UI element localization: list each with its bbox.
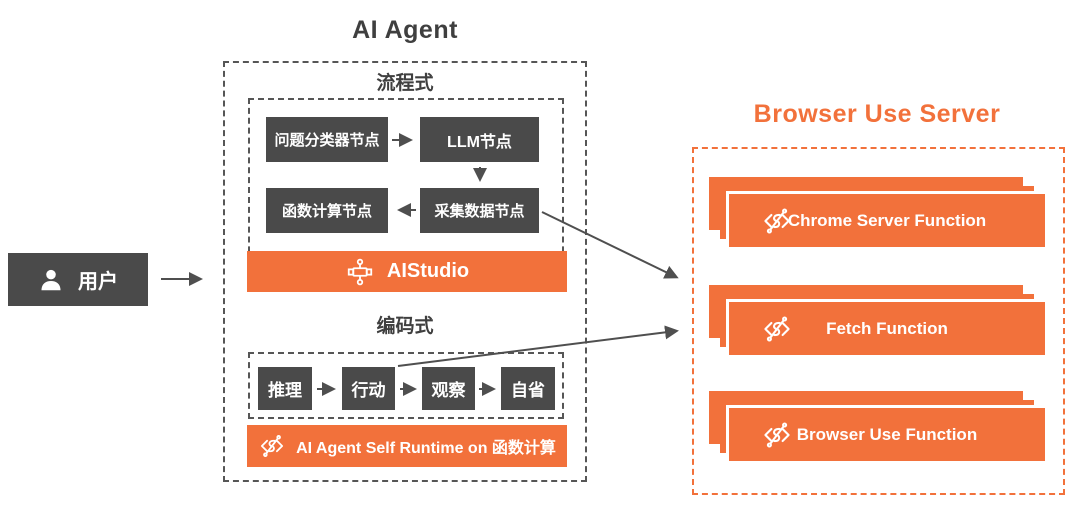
node-action: 行动 <box>342 367 395 410</box>
ai-agent-title: AI Agent <box>352 16 458 44</box>
node-function-compute: 函数计算节点 <box>266 188 388 233</box>
runtime-platform-bar: AI Agent Self Runtime on 函数计算 <box>247 425 567 467</box>
chrome-server-function-card: Chrome Server Function <box>729 194 1045 247</box>
fetch-function-card: Fetch Function <box>729 302 1045 355</box>
function-compute-icon <box>761 313 793 345</box>
workflow-node-icon <box>345 257 375 287</box>
browser-use-function-stack: Browser Use Function <box>709 391 1049 465</box>
user-node: 用户 <box>8 253 148 306</box>
fetch-function-stack: Fetch Function <box>709 285 1049 359</box>
node-llm: LLM节点 <box>420 117 539 162</box>
flow-section-label: 流程式 <box>376 73 434 94</box>
runtime-label: AI Agent Self Runtime on 函数计算 <box>296 440 556 457</box>
node-reflection: 自省 <box>501 367 555 410</box>
function-compute-icon <box>761 419 793 451</box>
node-reasoning: 推理 <box>258 367 312 410</box>
node-data-collect: 采集数据节点 <box>420 188 539 233</box>
person-icon <box>38 266 64 294</box>
aistudio-label: AIStudio <box>386 260 470 282</box>
node-observation: 观察 <box>422 367 475 410</box>
chrome-server-function-label: Chrome Server Function <box>787 210 987 230</box>
function-compute-icon <box>761 205 793 237</box>
function-compute-icon <box>258 432 286 460</box>
fetch-function-label: Fetch Function <box>826 318 948 338</box>
browser-use-server-title: Browser Use Server <box>753 100 1001 128</box>
browser-use-function-label: Browser Use Function <box>796 424 978 444</box>
aistudio-platform-bar: AIStudio <box>247 251 567 292</box>
user-label: 用户 <box>78 271 118 293</box>
chrome-server-function-stack: Chrome Server Function <box>709 177 1049 251</box>
node-question-classifier: 问题分类器节点 <box>266 117 388 162</box>
browser-use-server-container <box>692 147 1065 495</box>
browser-use-function-card: Browser Use Function <box>729 408 1045 461</box>
